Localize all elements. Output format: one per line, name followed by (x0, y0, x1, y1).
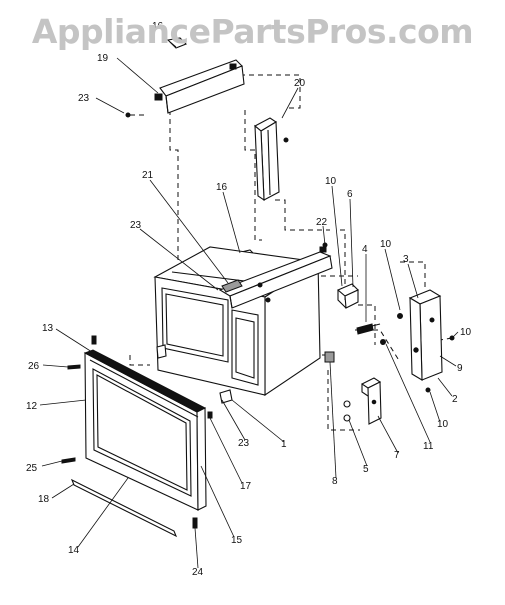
callout-17: 17 (240, 481, 252, 492)
callout-26: 26 (28, 361, 40, 372)
callout-25: 25 (26, 463, 38, 474)
leader-lines (39, 57, 459, 569)
callout-18: 18 (38, 494, 50, 505)
callout-5: 5 (363, 464, 369, 475)
latch-part (156, 344, 167, 359)
callout-23-lower: 23 (238, 438, 250, 449)
nuts-part (343, 400, 351, 422)
callout-4: 4 (362, 244, 368, 255)
lower-bracket-part (360, 377, 382, 425)
callout-23-top: 23 (78, 93, 90, 104)
door-strip-part (70, 478, 178, 538)
callout-23-middle: 23 (130, 220, 142, 231)
callout-10-a: 10 (325, 176, 337, 187)
callout-7: 7 (394, 450, 400, 461)
top-rail-part (154, 59, 245, 114)
callout-14: 14 (68, 545, 80, 556)
callout-10-d: 10 (437, 419, 449, 430)
screw-part (356, 323, 381, 335)
cabinet-clip-part (219, 389, 233, 404)
callout-labels: 16 19 23 20 21 16 23 10 6 22 4 10 3 10 9… (26, 21, 472, 578)
callout-10-b: 10 (380, 239, 392, 250)
watermark: AppliancePartsPros.com (31, 12, 474, 51)
callout-16-middle: 16 (216, 182, 228, 193)
cabinet-top-rail-part (218, 246, 333, 309)
callout-12: 12 (26, 401, 38, 412)
side-panel-part (408, 289, 443, 381)
callout-24: 24 (192, 567, 204, 578)
callout-16-top: 16 (152, 21, 164, 32)
callout-20: 20 (294, 78, 306, 89)
callout-8: 8 (332, 476, 338, 487)
callout-2: 2 (452, 394, 458, 405)
callout-21: 21 (142, 170, 154, 181)
callout-19: 19 (97, 53, 109, 64)
top-clip-part (166, 37, 187, 49)
callout-10-c: 10 (460, 327, 472, 338)
callout-13: 13 (42, 323, 54, 334)
callout-3: 3 (403, 254, 409, 265)
door-screws (61, 335, 213, 529)
callout-6: 6 (347, 189, 353, 200)
vertical-bracket-part (254, 117, 280, 202)
callout-1: 1 (281, 439, 287, 450)
callout-15: 15 (231, 535, 243, 546)
callout-22: 22 (316, 217, 328, 228)
switch-part (324, 351, 335, 363)
callout-9: 9 (457, 363, 463, 374)
door-assembly (83, 349, 207, 511)
right-bracket-part (336, 283, 359, 309)
small-screws (125, 112, 455, 430)
callout-11: 11 (423, 441, 434, 452)
